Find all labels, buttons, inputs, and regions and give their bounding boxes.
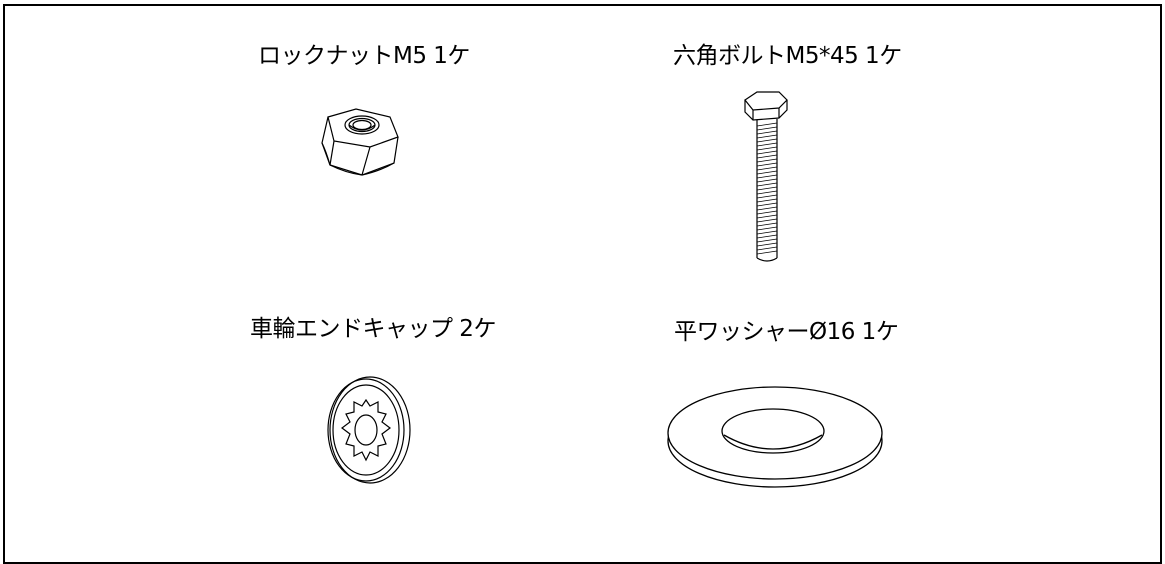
- part-label-flat-washer: 平ワッシャーØ16 1ケ: [674, 319, 899, 345]
- part-label-lock-nut: ロックナットM5 1ケ: [258, 43, 470, 69]
- hex-bolt-icon: [735, 86, 795, 266]
- parts-list-frame: [3, 4, 1162, 564]
- part-label-hex-bolt: 六角ボルトM5*45 1ケ: [673, 43, 902, 69]
- lock-nut-icon: [308, 103, 408, 188]
- wheel-end-cap-icon: [320, 370, 420, 490]
- part-label-wheel-end-cap: 車輪エンドキャップ 2ケ: [250, 316, 496, 342]
- flat-washer-icon: [660, 375, 890, 495]
